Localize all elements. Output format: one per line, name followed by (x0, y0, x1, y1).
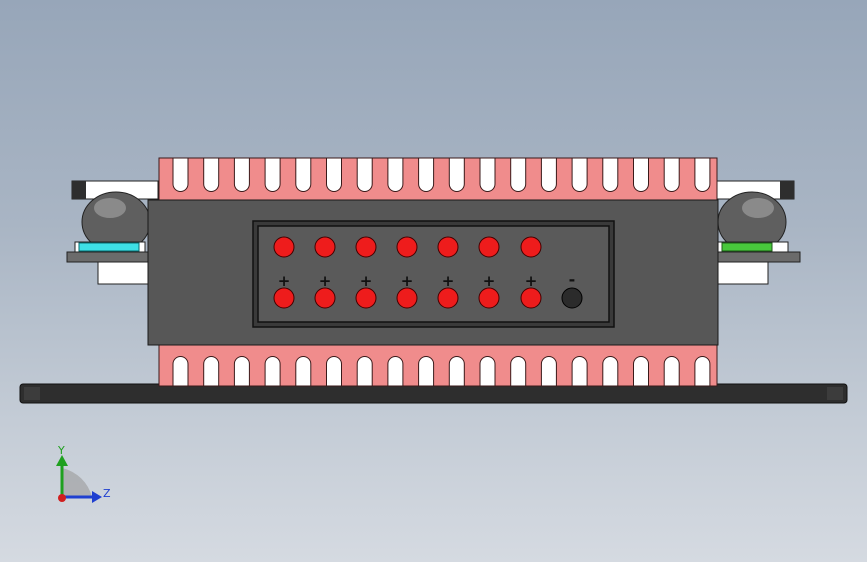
heatsink-fin-slot (172, 157, 189, 192)
terminal-positive[interactable] (355, 287, 377, 309)
terminal-positive[interactable] (396, 287, 418, 309)
heatsink-fin-slot (233, 157, 250, 192)
terminal-positive[interactable] (437, 287, 459, 309)
heatsink-fin-slot (510, 356, 527, 387)
heatsink-fin-slot (633, 157, 649, 192)
heatsink-fin-slot (387, 157, 404, 192)
positive-mark: + (278, 272, 291, 290)
terminal-panel[interactable]: + + + + + + + - (252, 220, 615, 328)
terminal-positive[interactable] (478, 287, 500, 309)
positive-mark: + (401, 272, 414, 290)
heatsink-fin-slot (326, 157, 342, 192)
heatsink-fin-slot (295, 356, 312, 387)
heatsink-fin-slot (172, 356, 189, 387)
heatsink-fin-slot (356, 356, 373, 387)
heatsink-fin-slot (602, 356, 619, 387)
top-heatsink[interactable] (158, 157, 718, 204)
base-plate[interactable] (19, 383, 848, 404)
heatsink-fin-slot (203, 356, 220, 387)
terminal-top[interactable] (478, 236, 500, 258)
left-fitting[interactable] (66, 180, 159, 285)
terminal-top[interactable] (273, 236, 295, 258)
heatsink-fin-slot (633, 356, 649, 387)
heatsink-fin-slot (571, 356, 588, 387)
positive-mark: + (483, 272, 496, 290)
heatsink-fin-slot (663, 157, 680, 192)
coordinate-triad: Y Z (56, 444, 111, 503)
z-axis-label: Z (103, 487, 111, 500)
negative-mark: - (569, 270, 576, 289)
terminal-negative[interactable] (561, 287, 583, 309)
terminal-top[interactable] (520, 236, 542, 258)
heatsink-fin-slot (356, 157, 373, 192)
heatsink-fin-slot (326, 356, 342, 387)
terminal-top[interactable] (355, 236, 377, 258)
heatsink-fin-slot (479, 356, 496, 387)
heatsink-fin-slot (418, 157, 435, 192)
heatsink-fin-slot (694, 356, 711, 387)
positive-mark: + (360, 272, 373, 290)
positive-mark: + (525, 272, 538, 290)
terminal-top[interactable] (437, 236, 459, 258)
right-fitting[interactable] (709, 180, 801, 285)
terminal-top[interactable] (396, 236, 418, 258)
left-indicator (78, 242, 140, 252)
heatsink-fin-slot (694, 157, 711, 192)
heatsink-fin-slot (264, 356, 281, 387)
heatsink-fin-slot (540, 356, 557, 387)
heatsink-fin-slot (295, 157, 312, 192)
heatsink-fin-slot (264, 157, 281, 192)
heatsink-fin-slot (540, 157, 557, 192)
heatsink-fin-slot (203, 157, 220, 192)
heatsink-fin-slot (510, 157, 527, 192)
positive-mark: + (442, 272, 455, 290)
y-axis-label: Y (57, 444, 65, 457)
heatsink-fin-slot (448, 157, 465, 192)
heatsink-fin-slot (448, 356, 465, 387)
heatsink-fin-slot (387, 356, 404, 387)
heatsink-fin-slot (663, 356, 680, 387)
terminal-top[interactable] (314, 236, 336, 258)
heatsink-fin-slot (418, 356, 435, 387)
heatsink-fin-slot (571, 157, 588, 192)
heatsink-fin-slot (233, 356, 250, 387)
terminal-positive[interactable] (520, 287, 542, 309)
terminal-positive[interactable] (273, 287, 295, 309)
positive-mark: + (319, 272, 332, 290)
terminal-positive[interactable] (314, 287, 336, 309)
bottom-heatsink[interactable] (158, 342, 718, 387)
right-indicator (721, 242, 773, 252)
x-axis-dot (58, 494, 66, 502)
heatsink-fin-slot (479, 157, 496, 192)
heatsink-fin-slot (602, 157, 619, 192)
